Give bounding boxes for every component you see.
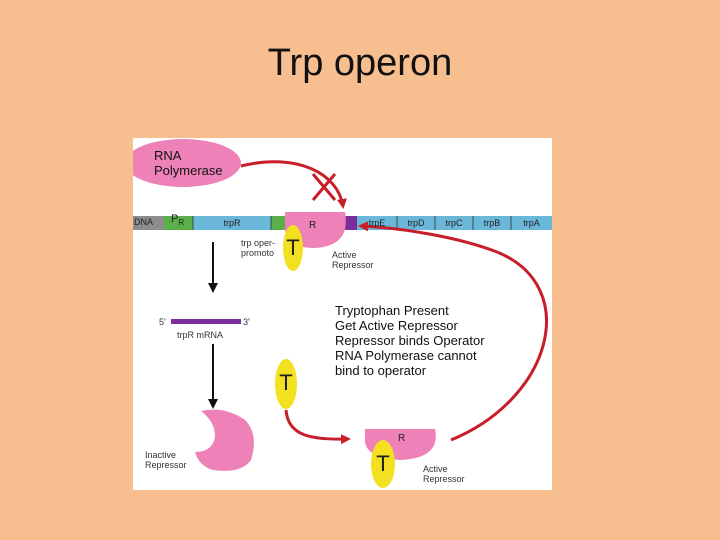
- rna-polymerase-shape: [133, 139, 241, 187]
- bound-repressor-letter: R: [309, 220, 317, 231]
- mrna-3-label: 3': [243, 317, 250, 327]
- gene-label-trpB: trpB: [483, 218, 501, 228]
- gene-label-trpD: trpD: [407, 218, 425, 228]
- mrna-label: trpR mRNA: [177, 330, 224, 340]
- bound-tryptophan-letter: T: [286, 235, 300, 260]
- operator-block: [271, 216, 285, 230]
- trpR-block: [193, 216, 271, 230]
- free-tryptophan-shape: [275, 359, 297, 409]
- rna-polymerase-label: RNA Polymerase: [154, 148, 223, 178]
- active-repressor-bottom-label: Active Repressor: [423, 464, 465, 484]
- trpB-block: [473, 216, 511, 230]
- blocked-x-icon: [311, 173, 337, 201]
- trpC-block: [435, 216, 473, 230]
- diagram-graphics: [133, 139, 552, 488]
- active-repressor-top-label: Active Repressor: [332, 250, 374, 270]
- gene-label-trpR: trpR: [223, 218, 241, 228]
- operon-diagram: RNA Polymerase DNA PR trpR trpE trpD trp…: [133, 138, 552, 490]
- dna-label: DNA: [134, 217, 154, 227]
- mrna-strand: [171, 319, 241, 324]
- active-tryptophan-letter: T: [376, 451, 390, 476]
- trpD-block: [397, 216, 435, 230]
- operator-purple-block: [345, 216, 357, 230]
- active-tryptophan-shape: [371, 440, 395, 488]
- mrna-5-label: 5': [159, 317, 166, 327]
- promoter-letter: P: [171, 213, 179, 225]
- explanation-text: Tryptophan Present Get Active Repressor …: [335, 303, 485, 378]
- inactive-repressor-shape: [195, 409, 254, 471]
- gene-label-trpE: trpE: [368, 218, 386, 228]
- return-arrow: [358, 221, 548, 442]
- trp-operon-promoter-label: trp oper- promoto: [241, 238, 276, 258]
- promoter-subscript: R: [178, 218, 185, 228]
- inactive-repressor-label: Inactive Repressor: [145, 450, 187, 470]
- gene-label-trpC: trpC: [445, 218, 463, 228]
- slide-title: Trp operon: [267, 42, 453, 84]
- active-repressor-letter: R: [398, 433, 406, 444]
- promoter-block: [164, 216, 193, 230]
- bound-tryptophan-shape: [283, 225, 303, 271]
- free-tryptophan-letter: T: [279, 370, 293, 395]
- activation-arrow: [284, 409, 351, 445]
- polymerase-arrow: [240, 160, 347, 209]
- promoter-label: PR: [171, 213, 185, 228]
- trpA-block: [511, 216, 552, 230]
- gene-label-trpA: trpA: [523, 218, 540, 228]
